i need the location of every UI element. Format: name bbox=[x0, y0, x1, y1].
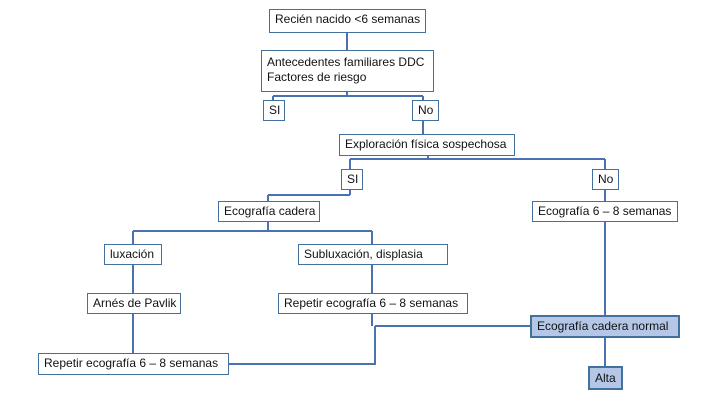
node-label: Arnés de Pavlik bbox=[93, 296, 177, 310]
node-luxacion: luxación bbox=[104, 244, 162, 265]
node-si-1: SI bbox=[263, 100, 285, 121]
node-label: Subluxación, displasia bbox=[304, 247, 423, 261]
node-ecografia-6-8: Ecografía 6 – 8 semanas bbox=[532, 201, 678, 222]
node-label: Ecografía cadera normal bbox=[537, 319, 669, 333]
node-label: No bbox=[598, 172, 614, 186]
connector-si-ecografia bbox=[267, 189, 351, 201]
node-label: No bbox=[418, 103, 434, 117]
node-repetir-ecografia-1: Repetir ecografía 6 – 8 semanas bbox=[278, 293, 468, 314]
node-arnes-pavlik: Arnés de Pavlik bbox=[87, 293, 181, 314]
connector-exploracion-branches bbox=[349, 155, 606, 169]
node-si-2: SI bbox=[341, 169, 363, 190]
node-label: Repetir ecografía 6 – 8 semanas bbox=[44, 356, 219, 370]
node-antecedentes: Antecedentes familiares DDC Factores de … bbox=[261, 50, 434, 92]
node-label-line-2: Factores de riesgo bbox=[267, 70, 367, 84]
node-label: Recién nacido <6 semanas bbox=[275, 12, 421, 26]
connector-antecedentes-branches bbox=[272, 92, 424, 100]
node-label: SI bbox=[347, 172, 359, 186]
node-label: Alta bbox=[595, 371, 616, 385]
node-label: luxación bbox=[110, 247, 155, 261]
node-subluxacion: Subluxación, displasia bbox=[298, 244, 448, 265]
node-recien-nacido: Recién nacido <6 semanas bbox=[269, 9, 426, 33]
node-label-line-1: Antecedentes familiares DDC bbox=[267, 55, 425, 69]
connector-repetir-merge bbox=[228, 313, 530, 365]
node-label: Ecografía cadera bbox=[224, 204, 316, 218]
node-alta: Alta bbox=[588, 366, 623, 390]
node-ecografia-normal: Ecografía cadera normal bbox=[530, 315, 680, 338]
node-label: Exploración física sospechosa bbox=[345, 137, 507, 151]
node-repetir-ecografia-2: Repetir ecografía 6 – 8 semanas bbox=[38, 353, 229, 375]
node-label: Ecografía 6 – 8 semanas bbox=[538, 204, 672, 218]
connector-ecocadera-branches bbox=[132, 221, 373, 244]
node-no-2: No bbox=[592, 169, 619, 190]
node-ecografia-cadera: Ecografía cadera bbox=[218, 201, 320, 222]
node-exploracion: Exploración física sospechosa bbox=[339, 134, 515, 156]
node-label: SI bbox=[269, 103, 281, 117]
node-no-1: No bbox=[412, 100, 439, 121]
node-label: Repetir ecografía 6 – 8 semanas bbox=[284, 296, 459, 310]
